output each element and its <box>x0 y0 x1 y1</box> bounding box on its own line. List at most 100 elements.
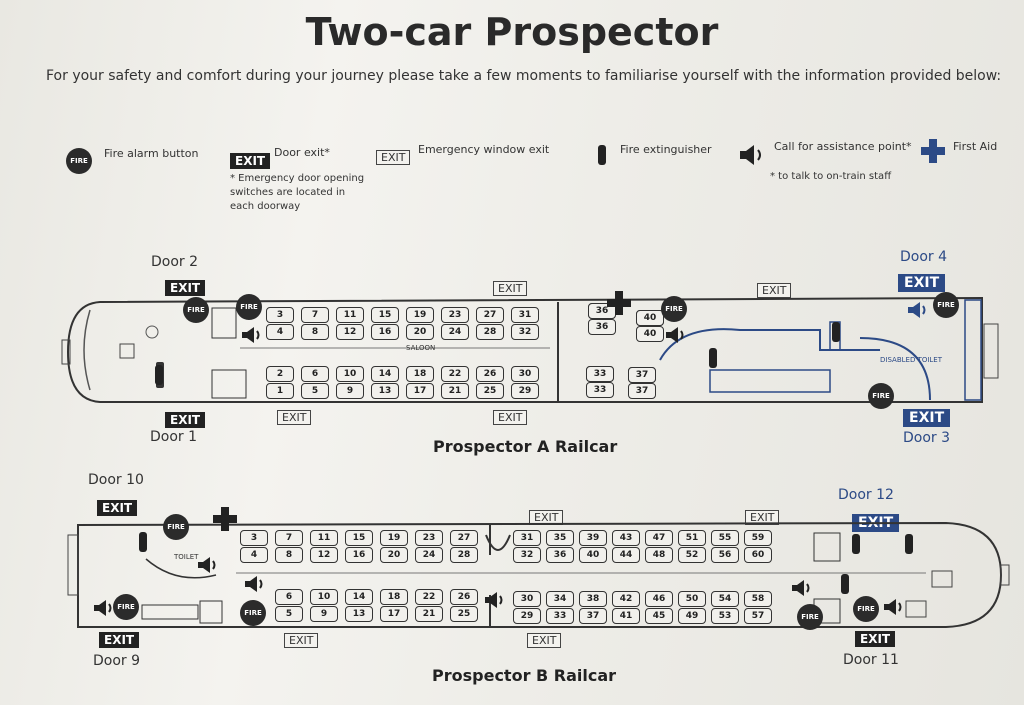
fire-alarm-legend-label: Fire alarm button <box>104 147 199 160</box>
extinguisher-a-2-icon <box>832 322 840 342</box>
fire-alarm-b-3[interactable]: FIRE <box>240 600 266 626</box>
speaker-b-1-icon[interactable] <box>196 555 220 575</box>
door-3-exit-sign: EXIT <box>903 407 951 427</box>
door-1-exit-sign: EXIT <box>165 409 206 428</box>
fire-alarm-a-5[interactable]: FIRE <box>868 383 894 409</box>
speaker-b-6-icon[interactable] <box>882 597 906 617</box>
seat-a-6: 6 <box>301 366 329 382</box>
seat-a-25: 25 <box>476 383 504 399</box>
door-12-label: Door 12 <box>838 487 894 503</box>
seat-a-1: 1 <box>266 383 294 399</box>
fire-alarm-a-4[interactable]: FIRE <box>933 292 959 318</box>
window-exit-b-bottom-1: EXIT <box>284 629 319 648</box>
seat-a-40: 40 <box>636 326 664 342</box>
seat-b-54: 54 <box>711 591 739 607</box>
seat-b-40: 40 <box>579 547 607 563</box>
seat-b-9: 9 <box>310 606 338 622</box>
seat-b-52: 52 <box>678 547 706 563</box>
seat-a-40: 40 <box>636 310 664 326</box>
fire-alarm-b-4[interactable]: FIRE <box>797 604 823 630</box>
door-exit-legend-label: Door exit* <box>274 146 330 159</box>
seat-a-37: 37 <box>628 383 656 399</box>
seat-b-44: 44 <box>612 547 640 563</box>
seat-b-37: 37 <box>579 608 607 624</box>
door-exit-note: * Emergency door opening switches are lo… <box>230 173 365 212</box>
seat-b-43: 43 <box>612 530 640 546</box>
seat-b-23: 23 <box>415 530 443 546</box>
seat-a-23: 23 <box>441 307 469 323</box>
extinguisher-b-4-icon <box>841 574 849 594</box>
intro-text: For your safety and comfort during your … <box>46 68 1002 84</box>
door-4-exit-sign: EXIT <box>898 272 946 292</box>
speaker-a-2-icon[interactable] <box>664 325 688 345</box>
seat-b-46: 46 <box>645 591 673 607</box>
window-exit-b-bottom-2: EXIT <box>527 629 562 648</box>
seat-b-25: 25 <box>450 606 478 622</box>
seat-a-28: 28 <box>476 324 504 340</box>
seat-b-50: 50 <box>678 591 706 607</box>
seat-b-57: 57 <box>744 608 772 624</box>
seat-b-55: 55 <box>711 530 739 546</box>
door-2-exit-sign: EXIT <box>165 277 206 296</box>
seat-a-17: 17 <box>406 383 434 399</box>
seat-a-15: 15 <box>371 307 399 323</box>
call-assist-legend-label: Call for assistance point* <box>774 140 912 153</box>
fire-alarm-b-1[interactable]: FIRE <box>163 514 189 540</box>
speaker-a-1-icon[interactable] <box>240 325 264 345</box>
first-aid-b-icon <box>213 507 237 531</box>
seat-b-49: 49 <box>678 608 706 624</box>
seat-b-7: 7 <box>275 530 303 546</box>
disabled-toilet-label: DISABLED TOILET <box>880 356 943 364</box>
door-3-label: Door 3 <box>903 430 951 446</box>
speaker-b-2-icon[interactable] <box>243 574 267 594</box>
seat-b-59: 59 <box>744 530 772 546</box>
extinguisher-legend-icon <box>598 145 606 165</box>
seat-a-31: 31 <box>511 307 539 323</box>
page-title: Two-car Prospector <box>305 10 719 54</box>
seat-a-19: 19 <box>406 307 434 323</box>
seat-b-36: 36 <box>546 547 574 563</box>
seat-b-4: 4 <box>240 547 268 563</box>
speaker-a-3-icon[interactable] <box>906 300 930 320</box>
fire-alarm-a-2[interactable]: FIRE <box>236 294 262 320</box>
seat-b-30: 30 <box>513 591 541 607</box>
first-aid-legend-icon <box>921 139 945 163</box>
seat-b-56: 56 <box>711 547 739 563</box>
saloon-label: SALOON <box>406 344 435 352</box>
fire-alarm-a-1[interactable]: FIRE <box>183 297 209 323</box>
seat-a-33: 33 <box>586 366 614 382</box>
fire-alarm-b-2[interactable]: FIRE <box>113 594 139 620</box>
seat-b-10: 10 <box>310 589 338 605</box>
seat-b-32: 32 <box>513 547 541 563</box>
seat-b-51: 51 <box>678 530 706 546</box>
window-exit-a-bottom-1: EXIT <box>277 406 312 425</box>
seat-b-42: 42 <box>612 591 640 607</box>
seat-a-11: 11 <box>336 307 364 323</box>
toilet-b-label: TOILET <box>173 553 199 561</box>
speaker-legend-icon <box>740 145 761 165</box>
seat-a-29: 29 <box>511 383 539 399</box>
seat-b-38: 38 <box>579 591 607 607</box>
extinguisher-a-3-icon <box>155 365 163 385</box>
window-exit-a-top-1: EXIT <box>493 277 528 296</box>
seat-a-12: 12 <box>336 324 364 340</box>
extinguisher-b-3-icon <box>905 534 913 554</box>
seat-b-14: 14 <box>345 589 373 605</box>
seat-b-26: 26 <box>450 589 478 605</box>
fire-alarm-b-5[interactable]: FIRE <box>853 596 879 622</box>
speaker-b-4-icon[interactable] <box>483 590 507 610</box>
window-exit-legend-icon: EXIT <box>376 146 411 165</box>
seat-b-29: 29 <box>513 608 541 624</box>
seat-b-45: 45 <box>645 608 673 624</box>
seat-a-30: 30 <box>511 366 539 382</box>
seat-a-32: 32 <box>511 324 539 340</box>
car-b-floorplan: TOILET <box>67 521 1010 628</box>
fire-alarm-a-3[interactable]: FIRE <box>661 296 687 322</box>
seat-b-60: 60 <box>744 547 772 563</box>
door-9-exit-sign: EXIT <box>99 629 140 648</box>
speaker-b-5-icon[interactable] <box>790 578 814 598</box>
seat-b-16: 16 <box>345 547 373 563</box>
seat-b-15: 15 <box>345 530 373 546</box>
speaker-b-3-icon[interactable] <box>92 598 116 618</box>
seat-a-14: 14 <box>371 366 399 382</box>
